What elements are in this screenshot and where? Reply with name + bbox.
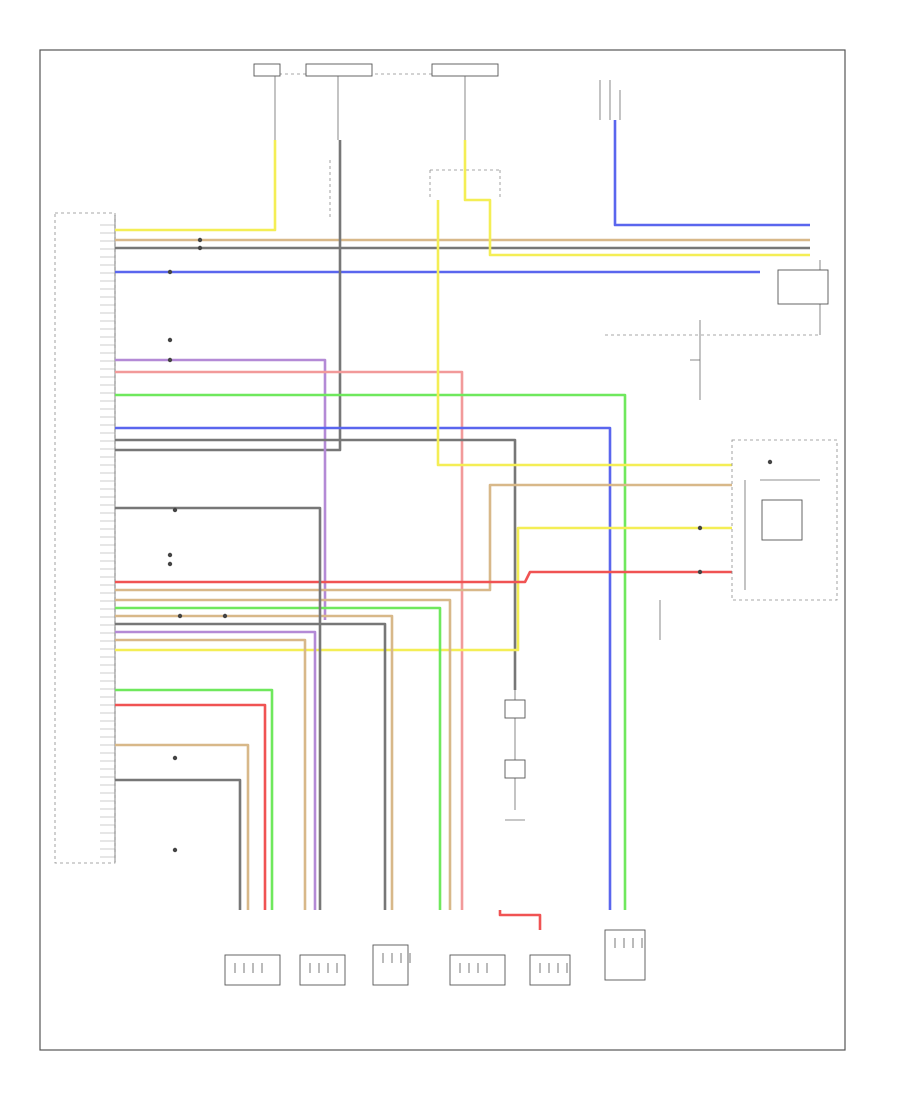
wire-tan	[115, 743, 250, 910]
splice-point	[697, 525, 703, 531]
wire-harness	[115, 120, 810, 930]
wire-yellow	[436, 200, 732, 467]
rear-sensor-box	[731, 439, 838, 601]
wire-yellow	[115, 526, 732, 652]
fuse-1	[253, 63, 281, 77]
splice-point	[697, 569, 703, 575]
wire-grey	[115, 506, 322, 910]
wire-grey	[115, 438, 517, 690]
wire-red	[498, 910, 542, 930]
wire-violet	[115, 358, 327, 620]
wire-grey	[115, 622, 387, 910]
wire-blue	[115, 426, 612, 910]
splice-point	[172, 755, 178, 761]
wire-violet	[115, 630, 317, 910]
splice-point	[172, 847, 178, 853]
splice-point	[767, 459, 773, 465]
wire-green	[115, 393, 627, 910]
ground-splice	[504, 690, 526, 821]
bottom-connector-3	[372, 944, 409, 986]
splice-point	[167, 561, 173, 567]
wire-green	[115, 688, 274, 910]
bottom-connectors	[224, 929, 646, 986]
splice-point	[167, 337, 173, 343]
bottom-connector-5	[529, 954, 571, 986]
ecu-main	[54, 212, 116, 864]
wire-tan	[115, 483, 732, 592]
wire-blue	[613, 120, 810, 227]
splice-point	[167, 269, 173, 275]
splice-point	[167, 552, 173, 558]
wire-tan	[115, 598, 452, 910]
wire-green	[115, 606, 442, 910]
wire-yellow	[115, 140, 277, 232]
wire-tan	[115, 614, 394, 910]
splice-point	[177, 613, 183, 619]
splice-point	[172, 507, 178, 513]
wire-yellow	[463, 140, 810, 257]
diagram-frame	[39, 49, 846, 1051]
splice-point	[197, 245, 203, 251]
bottom-connector-2	[299, 954, 346, 986]
power-feeds	[253, 63, 621, 220]
wire-red	[115, 703, 267, 910]
splice-point	[222, 613, 228, 619]
wire-grey	[115, 778, 242, 910]
wire-red	[115, 570, 732, 584]
wire-tan	[115, 638, 307, 910]
splice-point	[167, 357, 173, 363]
splice-point	[197, 237, 203, 243]
wire-pink	[115, 370, 464, 910]
wire-grey	[115, 140, 342, 452]
right-connectors	[605, 260, 829, 640]
fuse-3	[431, 63, 499, 77]
fuse-2	[305, 63, 373, 77]
bottom-connector-6	[604, 929, 646, 981]
